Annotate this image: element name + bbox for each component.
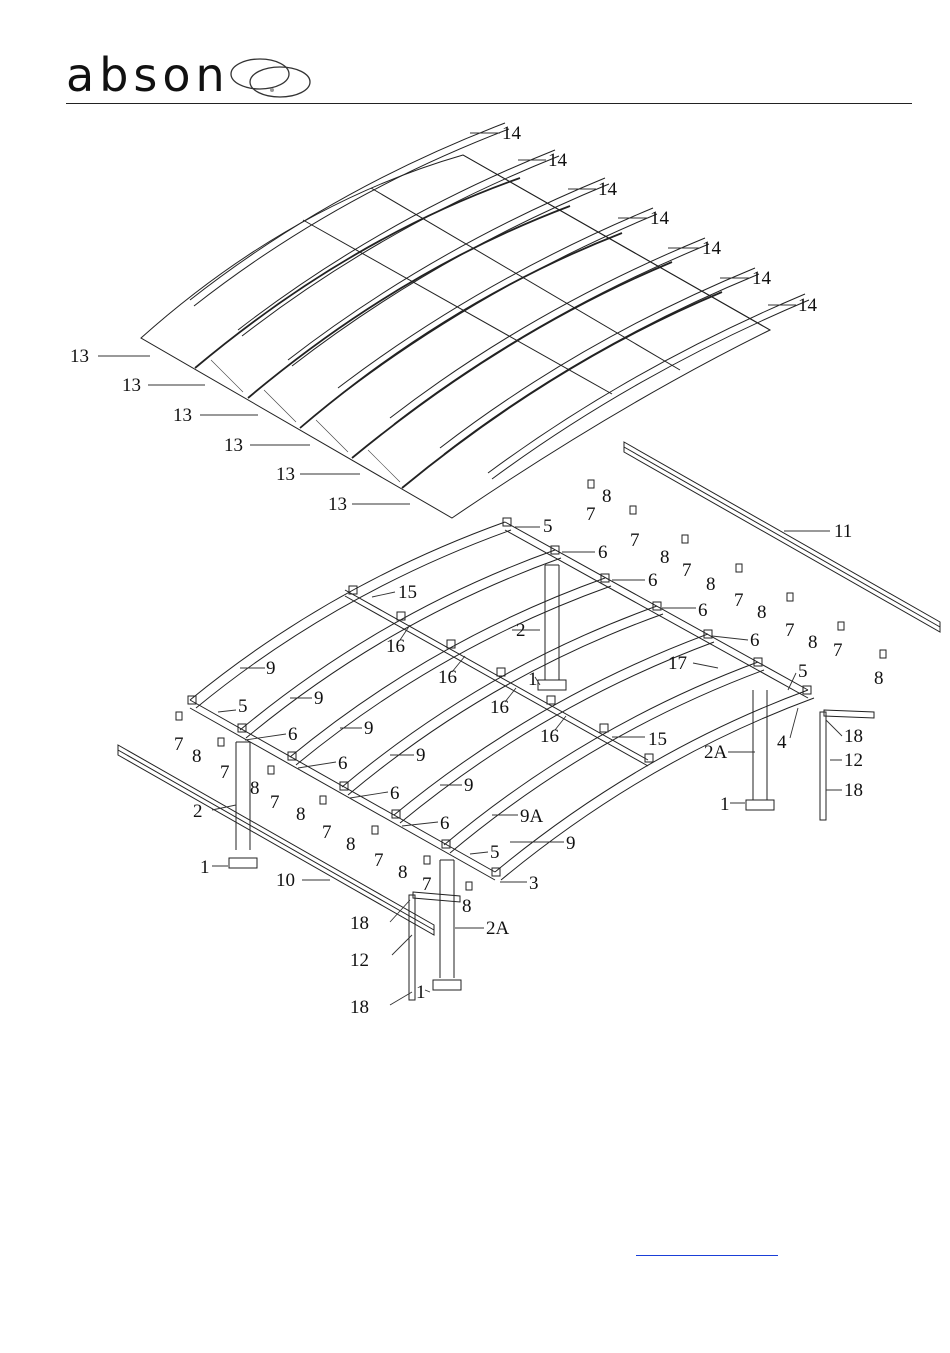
label-part-14: 14 [798,295,818,316]
label-part-14: 14 [752,268,772,289]
label-part-9: 9 [416,745,426,766]
label-part-8: 8 [602,486,612,507]
label-part-8: 8 [660,547,670,568]
label-part-9: 9 [314,688,324,709]
label-part-18: 18 [844,780,863,801]
label-part-7: 7 [682,560,692,581]
label-part-1: 1 [720,794,730,815]
label-part-10: 10 [276,870,295,891]
label-part-8: 8 [757,602,767,623]
label-part-6: 6 [440,813,450,834]
label-part-9: 9 [464,775,474,796]
label-part-7: 7 [220,762,230,783]
label-part-2: 2 [516,620,526,641]
label-part-2a: 2A [704,742,728,763]
label-part-5: 5 [238,696,248,717]
label-part-14: 14 [702,238,722,259]
label-part-18: 18 [844,726,863,747]
label-part-4: 4 [777,732,787,753]
label-part-7: 7 [322,822,332,843]
label-part-11: 11 [834,521,852,542]
label-part-14: 14 [548,150,568,171]
label-part-1: 1 [528,669,538,690]
label-part-13: 13 [70,346,89,367]
label-part-7: 7 [586,504,596,525]
label-part-9a: 9A [520,806,544,827]
label-part-8: 8 [398,862,408,883]
label-part-8: 8 [346,834,356,855]
label-part-8: 8 [296,804,306,825]
label-part-16: 16 [386,636,405,657]
label-part-18: 18 [350,913,369,934]
label-part-15: 15 [648,729,667,750]
footer-hyperlink[interactable] [636,1255,778,1256]
label-part-7: 7 [422,874,432,895]
label-part-14: 14 [502,123,522,144]
label-part-2a: 2A [486,918,510,939]
label-part-9: 9 [364,718,374,739]
label-part-5: 5 [490,842,500,863]
label-part-6: 6 [390,783,400,804]
label-part-13: 13 [173,405,192,426]
label-part-2: 2 [193,801,203,822]
label-part-7: 7 [833,640,843,661]
label-part-17: 17 [668,653,687,674]
label-part-16: 16 [540,726,559,747]
label-part-7: 7 [785,620,795,641]
label-part-8: 8 [874,668,884,689]
label-part-6: 6 [698,600,708,621]
label-part-5: 5 [543,516,553,537]
rear-gutter-beam [624,442,940,632]
label-part-16: 16 [438,667,457,688]
leader-lines [98,133,842,1005]
label-part-7: 7 [630,530,640,551]
label-part-12: 12 [350,950,369,971]
label-part-14: 14 [650,208,670,229]
label-part-6: 6 [598,542,608,563]
label-part-6: 6 [288,724,298,745]
diagonal-braces [409,710,874,1000]
label-part-13: 13 [276,464,295,485]
label-part-13: 13 [122,375,141,396]
label-part-9: 9 [566,833,576,854]
label-part-1: 1 [200,857,210,878]
label-part-18: 18 [350,997,369,1018]
label-part-16: 16 [490,697,509,718]
label-part-8: 8 [706,574,716,595]
label-part-7: 7 [174,734,184,755]
label-part-13: 13 [328,494,347,515]
label-part-5: 5 [798,661,808,682]
label-part-6: 6 [750,630,760,651]
label-part-6: 6 [338,753,348,774]
label-part-8: 8 [808,632,818,653]
part-labels: 14 14 14 14 14 14 14 13 13 13 13 13 13 1… [70,123,884,1018]
roof-panel-sheet [141,155,770,518]
label-part-8: 8 [462,896,472,917]
label-part-8: 8 [192,746,202,767]
label-part-7: 7 [374,850,384,871]
front-gutter-beam [118,745,434,935]
label-part-7: 7 [270,792,280,813]
label-part-7: 7 [734,590,744,611]
label-part-8: 8 [250,778,260,799]
label-part-15: 15 [398,582,417,603]
label-part-6: 6 [648,570,658,591]
label-part-9: 9 [266,658,276,679]
label-part-14: 14 [598,179,618,200]
label-part-3: 3 [529,873,539,894]
label-part-13: 13 [224,435,243,456]
label-part-12: 12 [844,750,863,771]
label-part-1: 1 [416,982,426,1003]
